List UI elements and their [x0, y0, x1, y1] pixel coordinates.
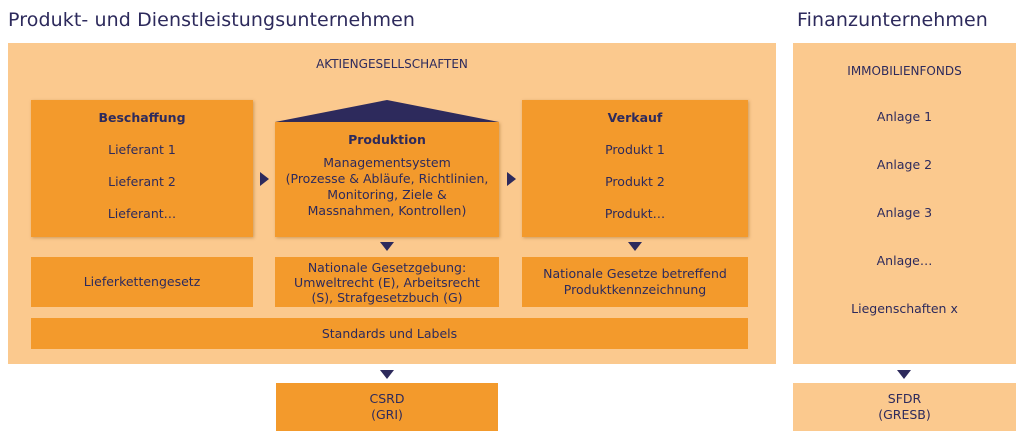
- sfdr-line: (GRESB): [878, 407, 931, 422]
- anlage-item: Anlage 1: [876, 109, 933, 124]
- box-verkauf: Verkauf Produkt 1 Produkt 2 Produkt…: [522, 100, 748, 237]
- nationale-gesetze-line: Produktkennzeichnung: [563, 282, 707, 297]
- box-csrd: CSRD (GRI): [276, 383, 498, 431]
- anlage-item: Anlage 3: [876, 205, 933, 220]
- arrow-down-icon: [897, 370, 911, 379]
- panel-title-immobilienfonds: IMMOBILIENFONDS: [847, 64, 962, 78]
- beschaffung-item: Lieferant 1: [108, 142, 176, 157]
- beschaffung-item: Lieferant 2: [108, 174, 176, 189]
- box-nationale-gesetzgebung: Nationale Gesetzgebung: Umweltrecht (E),…: [275, 257, 499, 307]
- sfdr-line: SFDR: [887, 391, 922, 406]
- beschaffung-title: Beschaffung: [98, 110, 186, 125]
- nationale-gesetzgebung-line: Umweltrecht (E), Arbeitsrecht: [294, 274, 480, 290]
- roof-triangle-icon: [275, 100, 499, 122]
- produktion-title: Produktion: [348, 132, 426, 147]
- heading-product-companies: Produkt- und Dienstleistungsunternehmen: [8, 9, 416, 31]
- verkauf-item: Produkt…: [604, 206, 666, 221]
- arrow-down-icon: [380, 370, 394, 379]
- produktion-line: Managementsystem: [323, 155, 451, 170]
- anlage-item: Anlage…: [876, 253, 933, 268]
- verkauf-title: Verkauf: [607, 110, 663, 125]
- arrow-down-icon: [628, 242, 642, 251]
- verkauf-item: Produkt 2: [605, 174, 665, 189]
- beschaffung-item: Lieferant…: [107, 206, 177, 221]
- produktion-line: (Prozesse & Abläufe, Richtlinien,: [285, 171, 489, 186]
- arrow-right-icon: [260, 172, 269, 186]
- liegenschaften-item: Liegenschaften x: [851, 301, 958, 316]
- standards-label: Standards und Labels: [321, 325, 458, 341]
- box-standards-und-labels: Standards und Labels: [31, 318, 748, 349]
- anlage-item: Anlage 2: [876, 157, 933, 172]
- heading-financial-companies: Finanzunternehmen: [797, 9, 988, 31]
- panel-immobilienfonds: [793, 43, 1016, 364]
- box-produktion: Produktion Managementsystem (Prozesse & …: [275, 122, 499, 237]
- verkauf-item: Produkt 1: [605, 142, 665, 157]
- arrow-down-icon: [380, 242, 394, 251]
- nationale-gesetze-line: Nationale Gesetze betreffend: [543, 266, 727, 281]
- csrd-line: CSRD: [369, 391, 405, 406]
- box-beschaffung: Beschaffung Lieferant 1 Lieferant 2 Lief…: [31, 100, 253, 237]
- box-nationale-gesetze: Nationale Gesetze betreffend Produktkenn…: [522, 257, 748, 307]
- produktion-line: Massnahmen, Kontrollen): [307, 203, 467, 218]
- box-lieferkettengesetz: Lieferkettengesetz: [31, 257, 253, 307]
- nationale-gesetzgebung-line: Nationale Gesetzgebung:: [307, 259, 467, 275]
- produktion-line: Monitoring, Ziele &: [327, 187, 447, 202]
- arrow-right-icon: [507, 172, 516, 186]
- lieferkettengesetz-label: Lieferkettengesetz: [83, 274, 201, 289]
- panel-title-aktiengesellschaften: AKTIENGESELLSCHAFTEN: [316, 57, 468, 71]
- csrd-line: (GRI): [371, 407, 403, 422]
- nationale-gesetzgebung-line: (S), Strafgesetzbuch (G): [311, 289, 463, 305]
- box-sfdr: SFDR (GRESB): [793, 383, 1016, 431]
